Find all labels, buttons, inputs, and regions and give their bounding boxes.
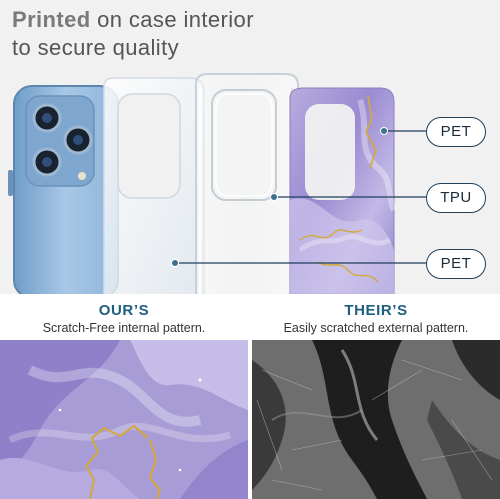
headline-line-1: Printed on case interior	[12, 6, 254, 34]
clear-tpu-frame	[195, 73, 299, 294]
ours-pattern-closeup	[0, 340, 248, 499]
marble-pet-layer	[289, 87, 397, 294]
comparison-ours: OUR’S Scratch-Free internal pattern.	[0, 296, 248, 499]
phone-back	[8, 85, 119, 294]
case-layers-illustration	[8, 73, 426, 294]
theirs-pattern-closeup	[252, 340, 500, 499]
frosted-pet-layer	[103, 77, 205, 294]
theirs-subtitle: Easily scratched external pattern.	[283, 321, 469, 335]
comparison-divider	[248, 296, 252, 499]
headline-emphasis: Printed	[12, 7, 91, 32]
layers-hero-panel: Printed on case interior to secure quali…	[0, 0, 500, 294]
headline: Printed on case interior to secure quali…	[12, 6, 254, 62]
ours-subtitle: Scratch-Free internal pattern.	[42, 321, 206, 335]
headline-line-2: to secure quality	[12, 35, 179, 60]
callout-tpu: TPU	[426, 183, 486, 213]
callout-pet-inner: PET	[426, 249, 486, 279]
callout-lines	[171, 127, 426, 267]
callout-pet-outer: PET	[426, 117, 486, 147]
theirs-title: THEIR’S	[344, 302, 408, 319]
comparison-theirs: THEIR’S Easily scratched external patter…	[252, 296, 500, 499]
headline-rest: on case interior	[90, 7, 254, 32]
ours-title: OUR’S	[98, 302, 150, 319]
